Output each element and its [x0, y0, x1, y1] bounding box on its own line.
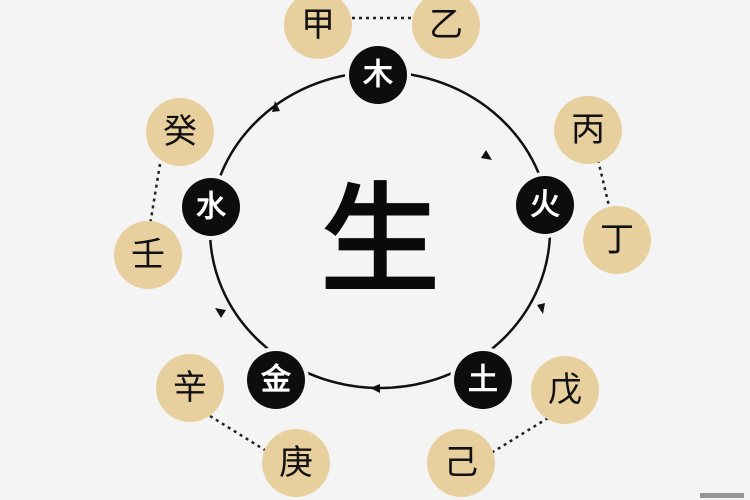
element-water: 水: [178, 174, 244, 240]
stem-label: 戊: [548, 370, 582, 410]
stem-disc: [583, 206, 651, 274]
cycle-arrows: [215, 101, 545, 393]
arrow-icon: [215, 308, 226, 318]
stem-geng: 庚: [262, 429, 330, 497]
stem-label: 甲: [301, 5, 335, 45]
element-fire: 火: [512, 172, 578, 238]
arrow-icon: [370, 384, 380, 393]
stem-label: 庚: [279, 443, 313, 483]
element-label: 水: [196, 190, 227, 225]
stem-xin: 辛: [156, 354, 224, 422]
stem-label: 壬: [131, 235, 165, 275]
stem-disc: [146, 98, 214, 166]
stem-label: 己: [444, 443, 478, 483]
stem-disc: [412, 0, 480, 59]
element-label: 木: [362, 58, 393, 93]
watermark-bar: [700, 493, 744, 498]
stem-pair-connectors: [148, 16, 612, 457]
stem-ren: 壬: [114, 221, 182, 289]
stem-bing: 丙: [554, 96, 622, 164]
stem-disc: [262, 429, 330, 497]
stem-ding: 丁: [583, 206, 651, 274]
stem-label: 丙: [571, 110, 605, 150]
stem-disc: [554, 96, 622, 164]
stem-disc: [114, 221, 182, 289]
stem-gui: 癸: [146, 98, 214, 166]
five-elements: 木火土 金 水: [178, 42, 578, 413]
element-label: 土: [468, 363, 498, 398]
center-label: 生: [321, 171, 439, 310]
stem-wu: 戊: [531, 356, 599, 424]
stem-yi: 乙: [412, 0, 480, 59]
element-wood: 木: [345, 42, 411, 108]
stem-label: 乙: [429, 5, 463, 45]
arrow-icon: [272, 101, 280, 112]
element-disc: [247, 351, 305, 409]
element-label: 火: [530, 188, 560, 223]
stem-disc: [427, 429, 495, 497]
arrow-icon: [481, 150, 492, 160]
element-disc: [182, 178, 240, 236]
stem-label: 丁: [600, 220, 634, 260]
stem-ji: 己: [427, 429, 495, 497]
arrow-icon: [537, 303, 545, 314]
stem-label: 辛: [173, 368, 207, 408]
stem-label: 癸: [163, 112, 197, 152]
stem-disc: [531, 356, 599, 424]
element-disc: [454, 351, 512, 409]
element-metal: 金: [243, 347, 309, 413]
stem-disc: [284, 0, 352, 59]
stem-jia: 甲: [284, 0, 352, 59]
element-label: 金: [260, 363, 292, 398]
element-earth: 土: [450, 347, 516, 413]
stem-disc: [156, 354, 224, 422]
element-disc: [349, 46, 407, 104]
element-disc: [516, 176, 574, 234]
